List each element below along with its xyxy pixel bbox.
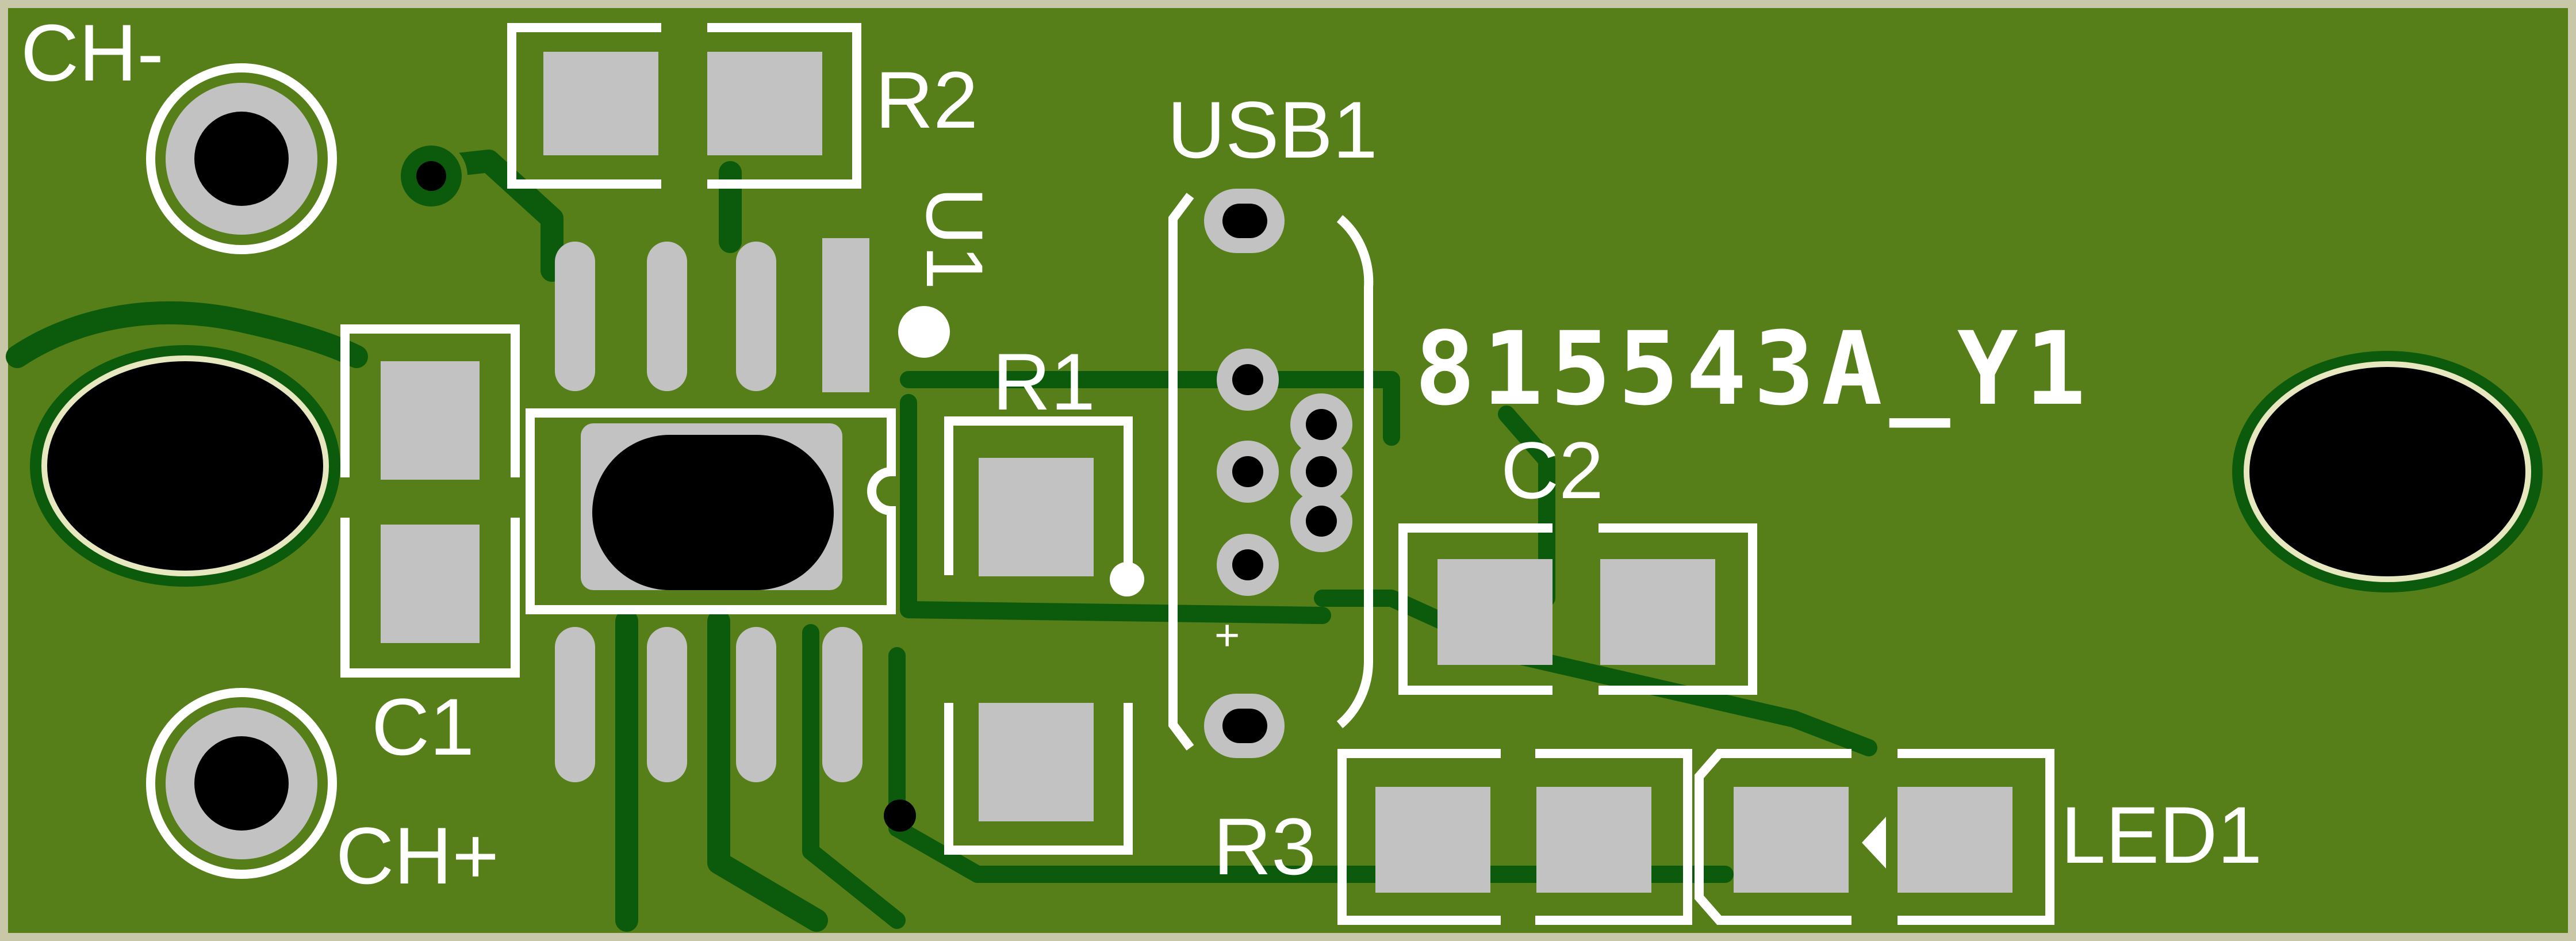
u1-top-pins <box>555 238 869 392</box>
label-u1: U1 <box>910 187 1000 290</box>
usb1-footprint <box>1168 189 1374 758</box>
r2-footprint <box>507 23 861 189</box>
led1-footprint <box>1695 749 2054 925</box>
label-part-number: 815543A_Y1 <box>1414 310 2093 428</box>
label-ch-minus: CH- <box>21 7 164 98</box>
ch-plus-pad <box>146 688 337 879</box>
c2-footprint <box>1398 523 1757 695</box>
label-r1: R1 <box>992 336 1095 427</box>
label-c2: C2 <box>1501 425 1604 515</box>
label-led1: LED1 <box>2061 790 2262 880</box>
c1-footprint <box>340 324 520 678</box>
u1-pin1-dot <box>898 306 950 358</box>
ch-minus-pad <box>146 63 337 254</box>
via-hole <box>416 161 446 191</box>
label-c1: C1 <box>371 682 474 772</box>
label-usb1: USB1 <box>1167 85 1378 175</box>
u1-bottom-pins <box>555 627 862 782</box>
u1-ground-via <box>884 800 916 832</box>
label-r3: R3 <box>1213 801 1316 892</box>
usb1-plus-marker: + <box>1214 611 1240 660</box>
label-r2: R2 <box>875 55 978 145</box>
label-ch-plus: CH+ <box>336 810 499 901</box>
mount-hole-right <box>2249 367 2525 576</box>
mount-hole-left <box>47 361 323 571</box>
r3-footprint <box>1337 749 1692 925</box>
u1-outline <box>526 408 896 614</box>
r1-footprint <box>944 416 1144 855</box>
